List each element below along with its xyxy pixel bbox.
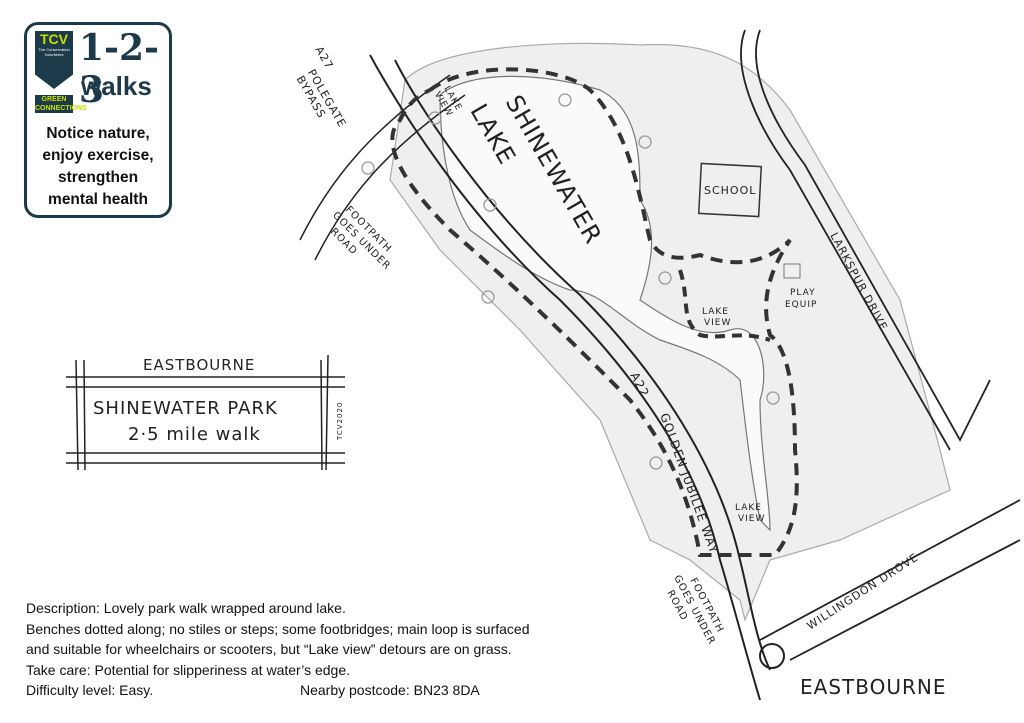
- lake-view-detour: [678, 269, 771, 342]
- tagline-line: mental health: [48, 191, 148, 208]
- tagline-line: strengthen: [57, 169, 139, 186]
- description-line: and suitable for wheelchairs or scooters…: [26, 641, 512, 657]
- school-building: [697, 162, 763, 218]
- shinewater-lake: [439, 75, 771, 532]
- lake-view-label: LAKE: [735, 503, 762, 513]
- play-equipment: [783, 263, 801, 279]
- play-label: PLAY: [790, 288, 816, 298]
- willingdon-drove: [759, 499, 1021, 641]
- lake-view-label: LAKE: [702, 307, 729, 317]
- nearby-postcode: Nearby postcode: BN23 8DA: [300, 682, 480, 698]
- a27-road-edge: [314, 94, 466, 261]
- a22-road-edge: [394, 59, 771, 671]
- eastbourne-label: EASTBOURNE: [800, 675, 946, 699]
- a22-road: [369, 54, 761, 701]
- green-connections-badge: GREEN CONNECTIONS: [35, 95, 87, 113]
- logo-title-word: walks: [81, 71, 152, 101]
- title-credit: TCV2020: [336, 402, 344, 441]
- school-label: SCHOOL: [704, 184, 756, 197]
- title-box: [66, 354, 345, 471]
- lake-view-label: VIEW: [738, 514, 765, 524]
- logo-tagline: Notice nature, enjoy exercise, strengthe…: [27, 123, 169, 211]
- roundabout: [759, 643, 785, 669]
- walk-route: [390, 67, 799, 557]
- willingdon-drove-label: WILLINGDON DROVE: [805, 551, 921, 633]
- tagline-line: Notice nature,: [46, 125, 150, 142]
- logo-title-numbers: 1-2-3: [79, 27, 159, 111]
- walk-description: Description: Lovely park walk wrapped ar…: [26, 598, 530, 701]
- description-line: Description: Lovely park walk wrapped ar…: [26, 600, 346, 616]
- a27-road: [299, 74, 451, 241]
- lake-view-label: VIEW: [704, 318, 731, 328]
- title-park-name: SHINEWATER PARK: [93, 398, 278, 419]
- title-distance: 2·5 mile walk: [128, 424, 261, 445]
- difficulty-level: Difficulty level: Easy.: [26, 682, 154, 698]
- larkspur-drive-edge: [755, 29, 991, 442]
- tagline-line: enjoy exercise,: [42, 147, 154, 164]
- willingdon-drove-edge: [789, 539, 1021, 661]
- play-label: EQUIP: [785, 300, 817, 310]
- description-line: Take care: Potential for slipperiness at…: [26, 661, 350, 678]
- title-town: EASTBOURNE: [143, 356, 255, 374]
- tree-icons: [361, 93, 780, 470]
- larkspur-drive: [740, 29, 951, 451]
- description-line: Benches dotted along; no stiles or steps…: [26, 620, 530, 637]
